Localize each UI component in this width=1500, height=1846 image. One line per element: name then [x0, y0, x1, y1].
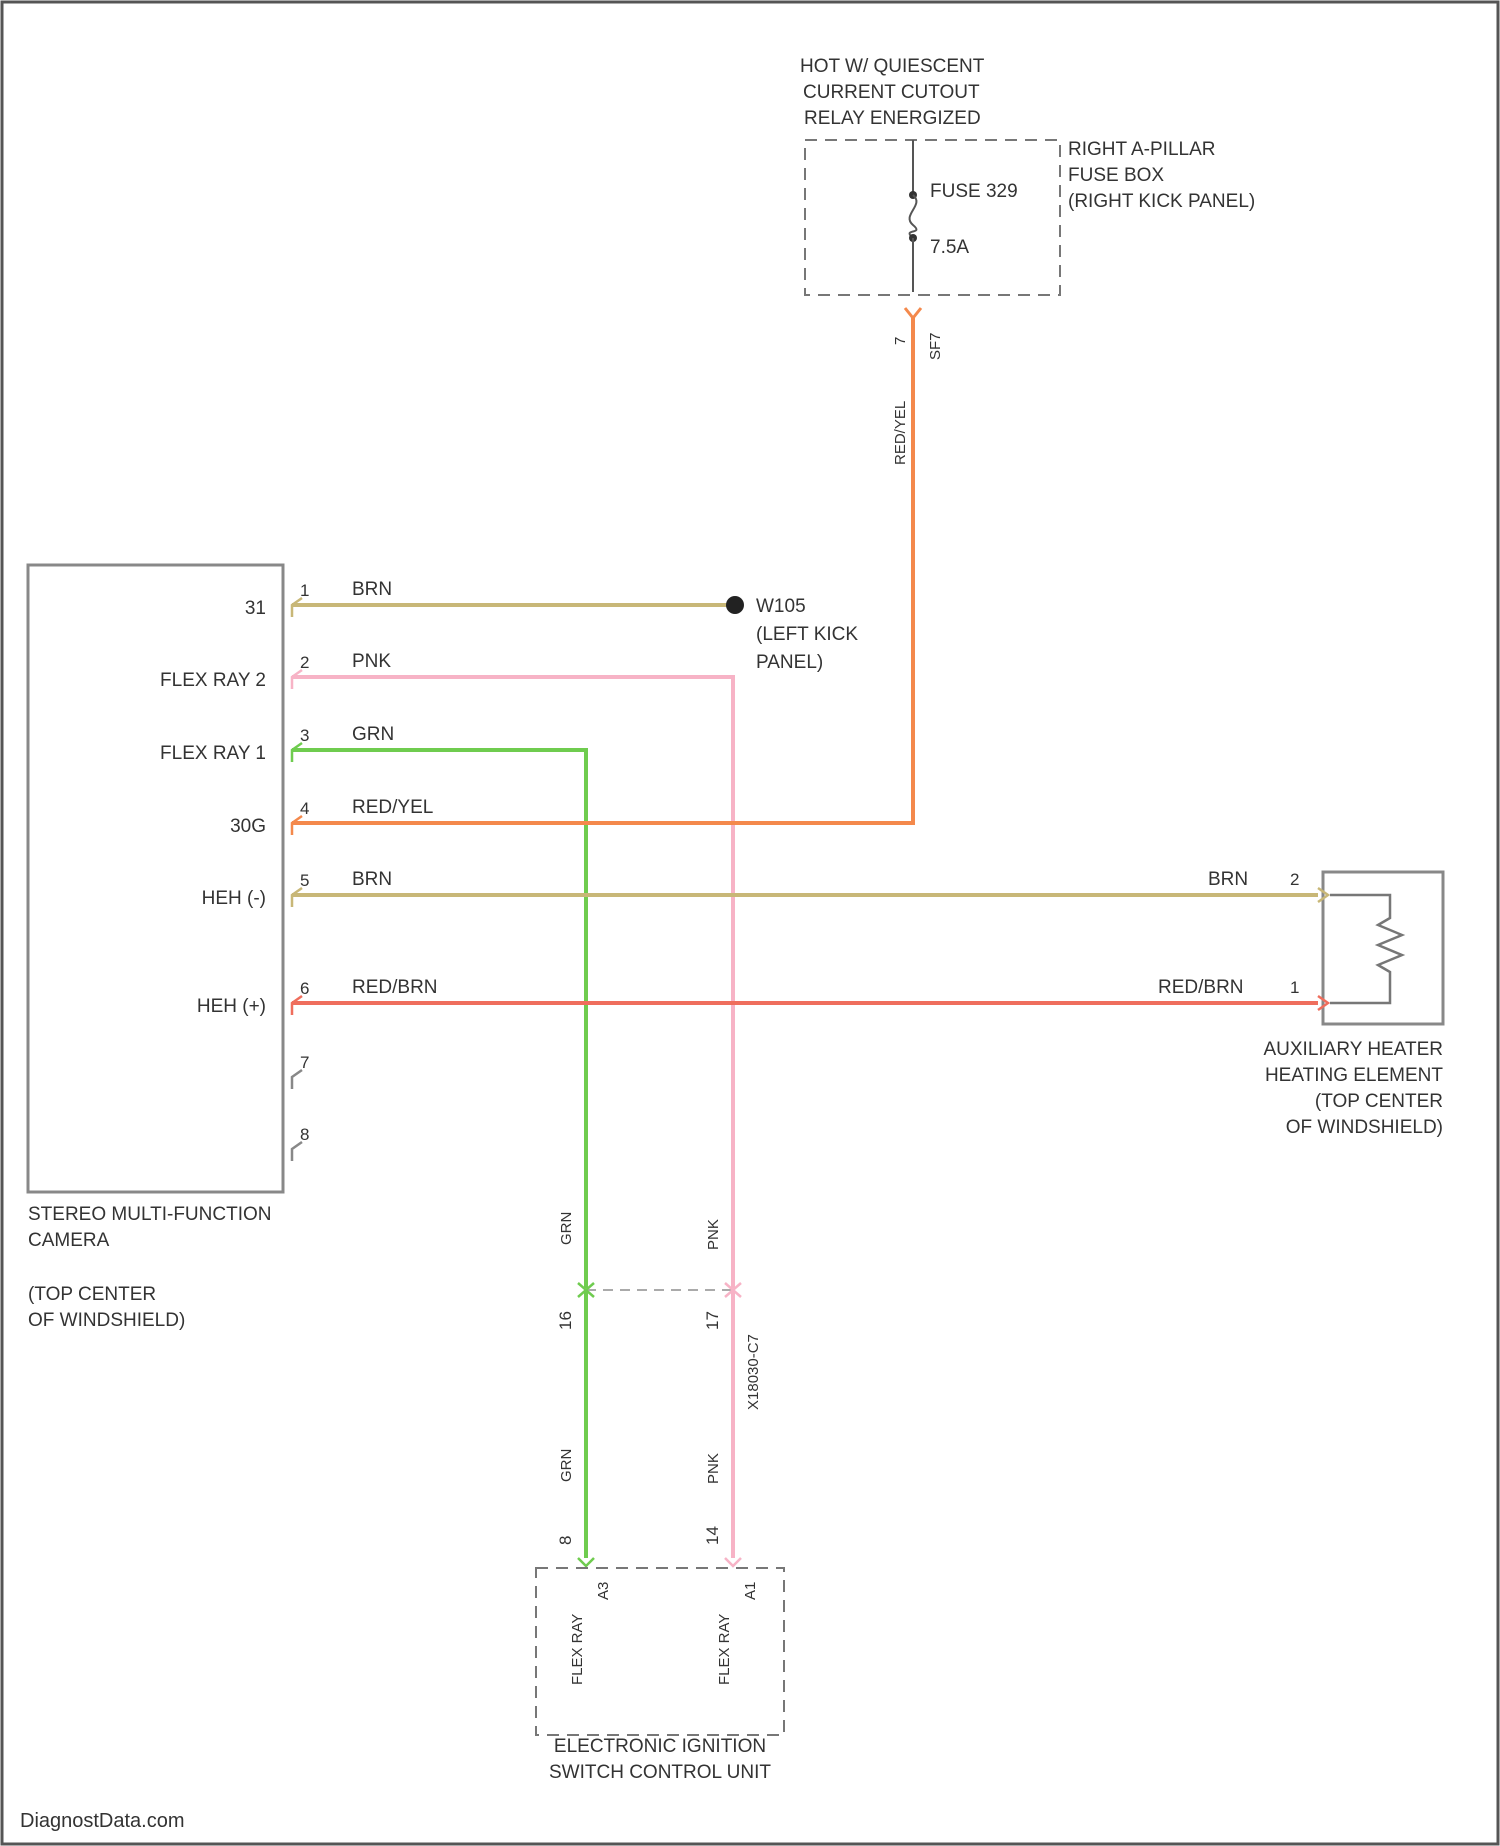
fuse-box-conn-id: SF7	[927, 332, 944, 360]
inline-wire-grn-bottom-label: GRN	[558, 1449, 575, 1482]
inline-wire-pnk-bottom-label: PNK	[705, 1453, 722, 1484]
wire-label: RED/YEL	[352, 797, 433, 818]
heater-caption-line3: (TOP CENTER	[1315, 1091, 1443, 1112]
camera-location-line1: (TOP CENTER	[28, 1284, 156, 1305]
heater-caption-line2: HEATING ELEMENT	[1265, 1065, 1443, 1086]
watermark: DiagnostData.com	[20, 1810, 185, 1832]
camera-pin-number: 5	[300, 871, 309, 890]
fuse-box-caption-line2: FUSE BOX	[1068, 165, 1164, 186]
fuse-box-conn-pin: 7	[892, 337, 909, 345]
fuse-box-caption-line1: RIGHT A-PILLAR	[1068, 139, 1215, 160]
ignition-caption-line1: ELECTRONIC IGNITION	[554, 1736, 766, 1757]
camera-pin-number: 8	[300, 1125, 309, 1144]
camera-pin-number: 4	[300, 799, 309, 818]
ignition-signal-pnk: FLEX RAY	[716, 1614, 733, 1685]
ignition-pin-pnk: 14	[703, 1526, 722, 1545]
heater-wire-2-label: BRN	[1208, 869, 1248, 890]
wire-label: PNK	[352, 651, 391, 672]
ground-id: W105	[756, 596, 806, 617]
inline-wire-grn-top-label: GRN	[558, 1212, 575, 1245]
inline-wire-pnk-top-label: PNK	[705, 1219, 722, 1250]
fuse-rating: 7.5A	[930, 237, 969, 258]
relay-caption-line2: CURRENT CUTOUT	[803, 82, 980, 103]
inline-pin-pnk: 17	[703, 1311, 722, 1330]
relay-caption: HOT W/ QUIESCENT CURRENT CUTOUT RELAY EN…	[800, 56, 985, 129]
fuse-box-caption-line3: (RIGHT KICK PANEL)	[1068, 191, 1255, 212]
fuse-label: FUSE 329	[930, 181, 1018, 202]
wire-label: GRN	[352, 724, 394, 745]
heater-caption-line1: AUXILIARY HEATER	[1263, 1039, 1443, 1060]
ignition-port-pnk: A1	[742, 1582, 759, 1600]
wire-label: BRN	[352, 579, 392, 600]
camera-name-line1: STEREO MULTI-FUNCTION	[28, 1204, 271, 1225]
ignition-caption-line2: SWITCH CONTROL UNIT	[549, 1762, 771, 1783]
camera-pin-number: 2	[300, 653, 309, 672]
ground-location-line2: PANEL)	[756, 652, 823, 673]
camera-location-line2: OF WINDSHIELD)	[28, 1310, 185, 1331]
camera-signal-label: FLEX RAY 1	[160, 743, 266, 764]
camera-name-line2: CAMERA	[28, 1230, 110, 1251]
camera-signal-label: FLEX RAY 2	[160, 670, 266, 691]
inline-connector-id: X18030-C7	[745, 1334, 762, 1410]
ground-point-W105	[726, 596, 744, 614]
heater-wire-1-label: RED/BRN	[1158, 977, 1244, 998]
relay-caption-line1: HOT W/ QUIESCENT	[800, 56, 985, 77]
camera-pin-number: 7	[300, 1053, 309, 1072]
camera-pin-number: 1	[300, 581, 309, 600]
ignition-signal-grn: FLEX RAY	[569, 1614, 586, 1685]
heater-pin-2: 2	[1290, 870, 1299, 889]
ignition-pin-grn: 8	[556, 1536, 575, 1545]
camera-signal-label: HEH (-)	[202, 888, 266, 909]
ignition-port-grn: A3	[595, 1582, 612, 1600]
camera-signal-label: 30G	[230, 816, 266, 837]
camera-pin-number: 3	[300, 726, 309, 745]
wire-label: BRN	[352, 869, 392, 890]
camera-pin-number: 6	[300, 979, 309, 998]
inline-pin-grn: 16	[556, 1311, 575, 1330]
camera-signal-label: HEH (+)	[197, 996, 266, 1017]
fuse-box-wire-color: RED/YEL	[892, 401, 909, 465]
wire-label: RED/BRN	[352, 977, 438, 998]
camera-signal-label: 31	[245, 598, 266, 619]
heater-caption-line4: OF WINDSHIELD)	[1286, 1117, 1443, 1138]
relay-caption-line3: RELAY ENERGIZED	[804, 108, 981, 129]
heater-pin-1: 1	[1290, 978, 1299, 997]
ground-location-line1: (LEFT KICK	[756, 624, 858, 645]
